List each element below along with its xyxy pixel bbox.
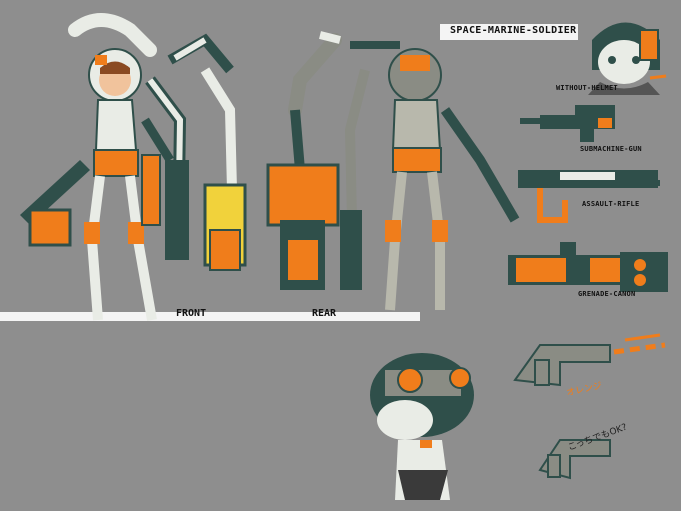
submachine-gun-label: SUBMACHINE-GUN [580, 145, 642, 153]
ground-line [0, 312, 420, 321]
grenade-canon-label: GRENADE-CANON [578, 290, 636, 298]
front-view-label: FRONT [176, 308, 207, 319]
without-helmet-label: WITHOUT-HELMET [556, 84, 618, 92]
sheet-title: SPACE-MARINE-SOLDIER [450, 25, 577, 36]
assault-rifle-label: ASSAULT-RIFLE [582, 200, 640, 208]
title-bar [440, 24, 578, 40]
rear-view-label: REAR [312, 308, 337, 319]
